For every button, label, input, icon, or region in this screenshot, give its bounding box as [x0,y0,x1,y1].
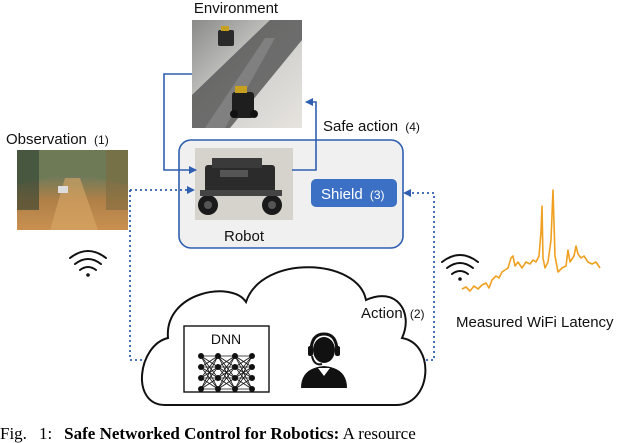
robot-label: Robot [224,228,265,245]
figure-caption: Fig. 1: Safe Networked Control for Robotic… [0,424,640,443]
safe-action-label: Safe action (4) [323,118,420,135]
environment-label: Environment [194,0,279,17]
action-to-shield-arrow [386,189,435,361]
observation-label: Observation (1) [6,131,109,148]
wifi-icon [441,254,479,281]
caption-prefix: Fig. [0,424,27,443]
latency-label: Measured WiFi Latency [456,314,614,331]
dnn-label: DNN [211,331,241,347]
shield-box [311,179,397,207]
caption-bold-title: Safe Networked Control for Robotics: [64,424,340,443]
caption-rest: A resource [342,424,416,443]
robot-photo [195,148,293,220]
environment-photo [192,20,302,128]
dnn-box [183,325,270,393]
wifi-icon [69,250,107,277]
caption-number: 1: [38,424,53,443]
action-label: Action (2) [361,305,425,322]
robot-to-environment-arrow [163,73,197,174]
neural-network-icon [198,353,255,392]
operator-icon [301,332,347,388]
latency-line [461,189,601,292]
safe-action-arrow [292,98,317,171]
observation-photo [17,150,128,230]
shield-label: Shield (3) [321,186,385,203]
